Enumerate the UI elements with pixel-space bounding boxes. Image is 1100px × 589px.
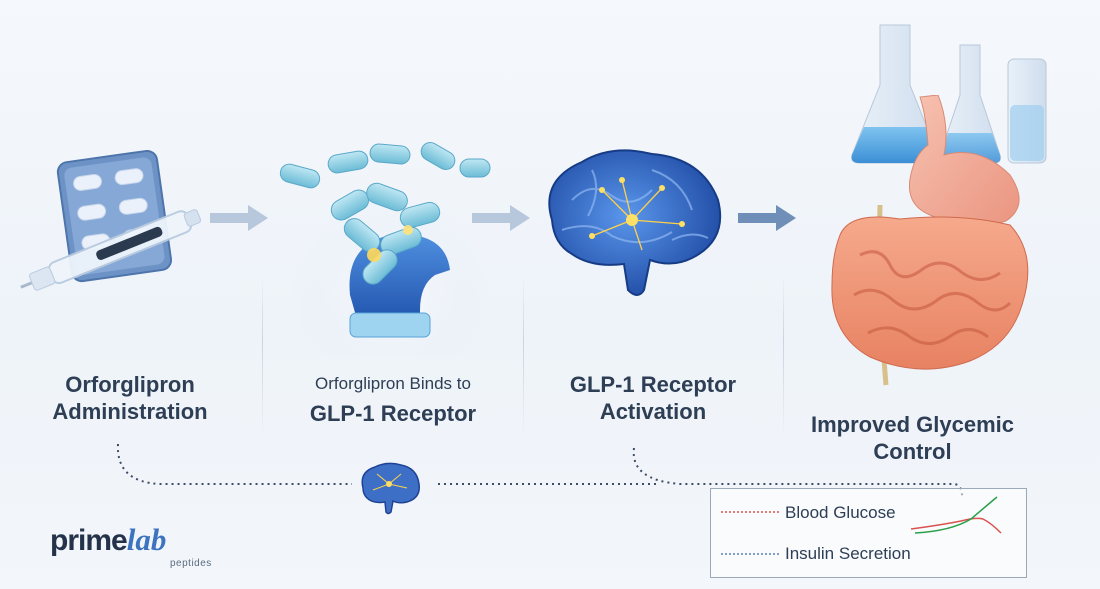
- legend-insulin-swatch: [721, 553, 781, 555]
- logo-subtitle: peptides: [170, 558, 212, 569]
- step-title-line2: GLP-1 Receptor: [309, 400, 477, 426]
- divider: [783, 275, 784, 440]
- legend-insulin-secretion: Insulin Secretion: [785, 544, 911, 563]
- legend-panel: Blood Glucose Insulin Secretion: [710, 488, 1027, 578]
- step-title-line1: Orforglipron: [65, 372, 195, 397]
- step-binding-label: Orforglipron Binds to GLP-1 Receptor: [268, 374, 518, 428]
- step-title-line2: Activation: [599, 398, 707, 424]
- mini-trend-chart: [910, 496, 1002, 534]
- step-activation-label: GLP-1 Receptor Activation: [528, 372, 778, 426]
- legend-blood-glucose: Blood Glucose: [785, 503, 896, 522]
- legend-glucose-swatch: [721, 511, 781, 513]
- digestive-system-icon: [831, 95, 1029, 386]
- step-title-line1: GLP-1 Receptor: [569, 372, 737, 397]
- arrow-right-icon: [738, 205, 796, 231]
- brand-logo: primelab peptides: [50, 522, 211, 569]
- arrow-right-icon: [210, 205, 268, 231]
- divider: [523, 275, 524, 440]
- arrow-right-icon: [472, 205, 530, 231]
- step-outcome-label: Improved Glycemic Control: [790, 412, 1035, 466]
- connector-lines: [116, 443, 963, 497]
- receptor-binding-icon: [279, 142, 491, 355]
- pill-syringe-icon: [20, 150, 202, 291]
- logo-lab-text: lab: [126, 522, 167, 557]
- step-administration-label: Orforglipron Administration: [10, 372, 250, 426]
- step-title-line2: Administration: [52, 398, 208, 424]
- logo-prime-text: prime: [50, 524, 128, 557]
- step-title-line2: Control: [873, 438, 952, 464]
- brain-icon: [548, 149, 722, 296]
- step-title-line1: Orforglipron Binds to: [315, 374, 471, 393]
- divider: [262, 275, 263, 440]
- small-brain-icon: [361, 462, 420, 515]
- step-title-line1: Improved Glycemic: [811, 412, 1014, 437]
